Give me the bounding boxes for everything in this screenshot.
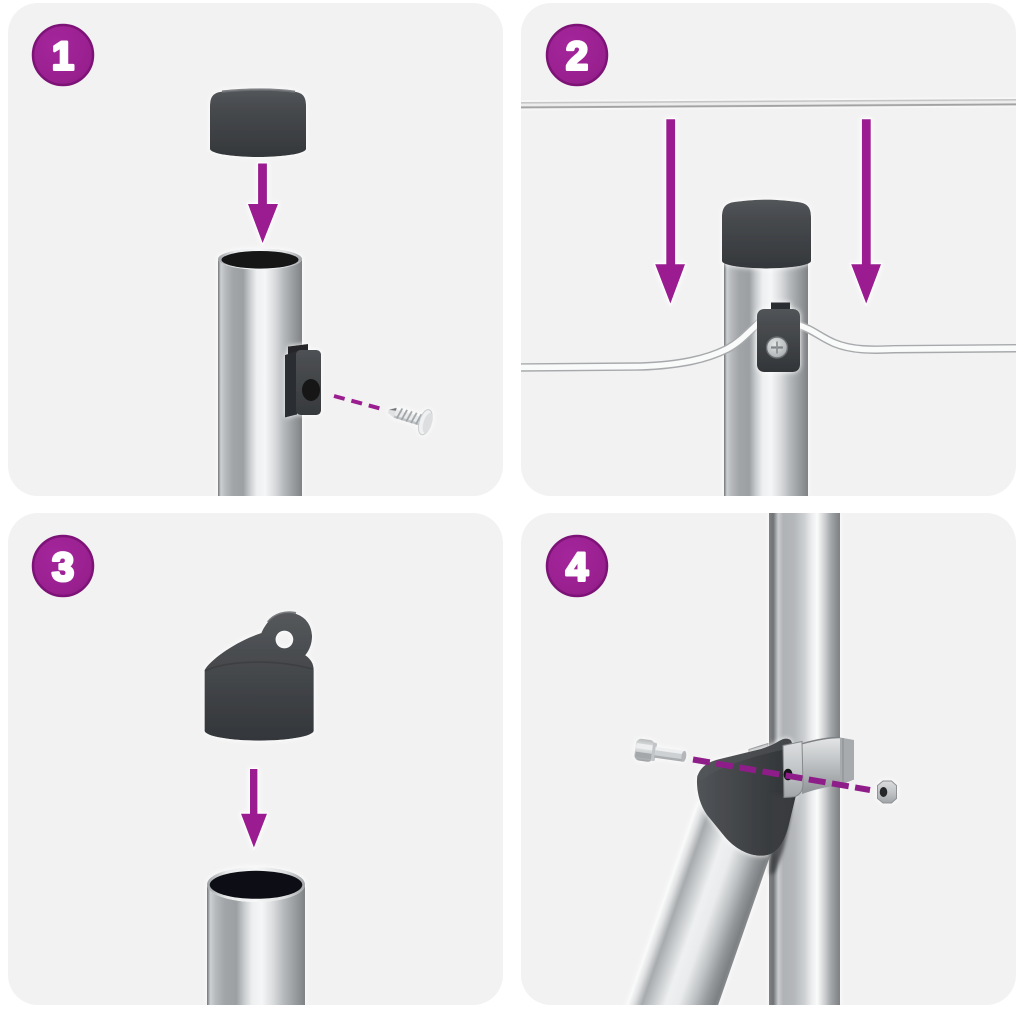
svg-text:3: 3	[52, 546, 74, 590]
svg-text:2: 2	[566, 35, 588, 79]
svg-text:4: 4	[566, 546, 589, 590]
svg-text:1: 1	[52, 35, 74, 79]
